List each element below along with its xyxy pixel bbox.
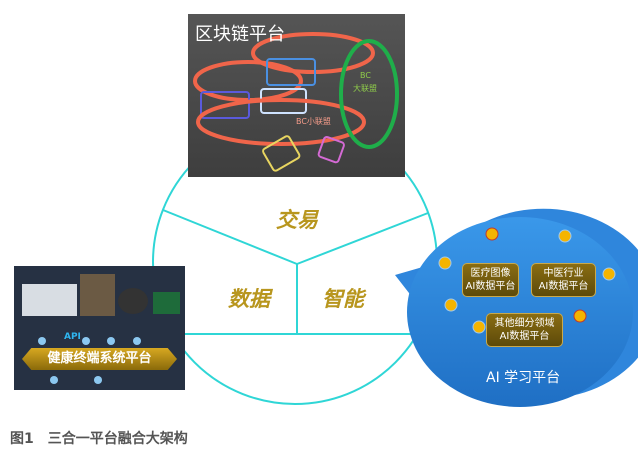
health-platform-banner: 健康终端系统平台 [22,348,177,370]
segment-dividers [162,209,429,335]
ai-box-line1: 医疗图像 [470,268,511,279]
chip-image [153,292,180,314]
api-label: API [64,332,81,342]
segment-data: 数据 [228,287,270,311]
ai-platform-title: AI 学习平台 [486,370,561,386]
device-image [22,284,77,316]
segment-trade: 交易 [276,208,318,232]
ai-box-line1: 中医行业 [543,268,584,279]
health-terminal-panel: API 健康终端系统平台 [14,266,185,390]
ai-box-line2: AI数据平台 [465,281,516,292]
blockchain-title: 区块链平台 [195,24,285,45]
robot-image [80,274,115,316]
ai-box-line2: AI数据平台 [499,331,550,342]
person-icons [438,227,616,334]
api-connectors [38,337,141,384]
ai-box-line1: 其他细分领域 [494,318,555,329]
watch-image [118,288,148,314]
ai-box-medical-imaging: 医疗图像 AI数据平台 [462,263,519,297]
figure-caption: 图1 三合一平台融合大架构 [10,431,188,447]
big-alliance-label: BC [360,71,371,80]
blockchain-platform-panel: 区块链平台 BC 大联盟 BC小联盟 [188,14,405,177]
ai-box-other: 其他细分领域 AI数据平台 [486,313,563,347]
segment-intelligence: 智能 [322,287,364,311]
ai-box-line2: AI数据平台 [538,281,589,292]
big-alliance-label-2: 大联盟 [353,84,377,93]
alliance-shapes [193,32,399,172]
small-alliance-label: BC小联盟 [296,117,331,126]
ai-box-tcm: 中医行业 AI数据平台 [531,263,596,297]
